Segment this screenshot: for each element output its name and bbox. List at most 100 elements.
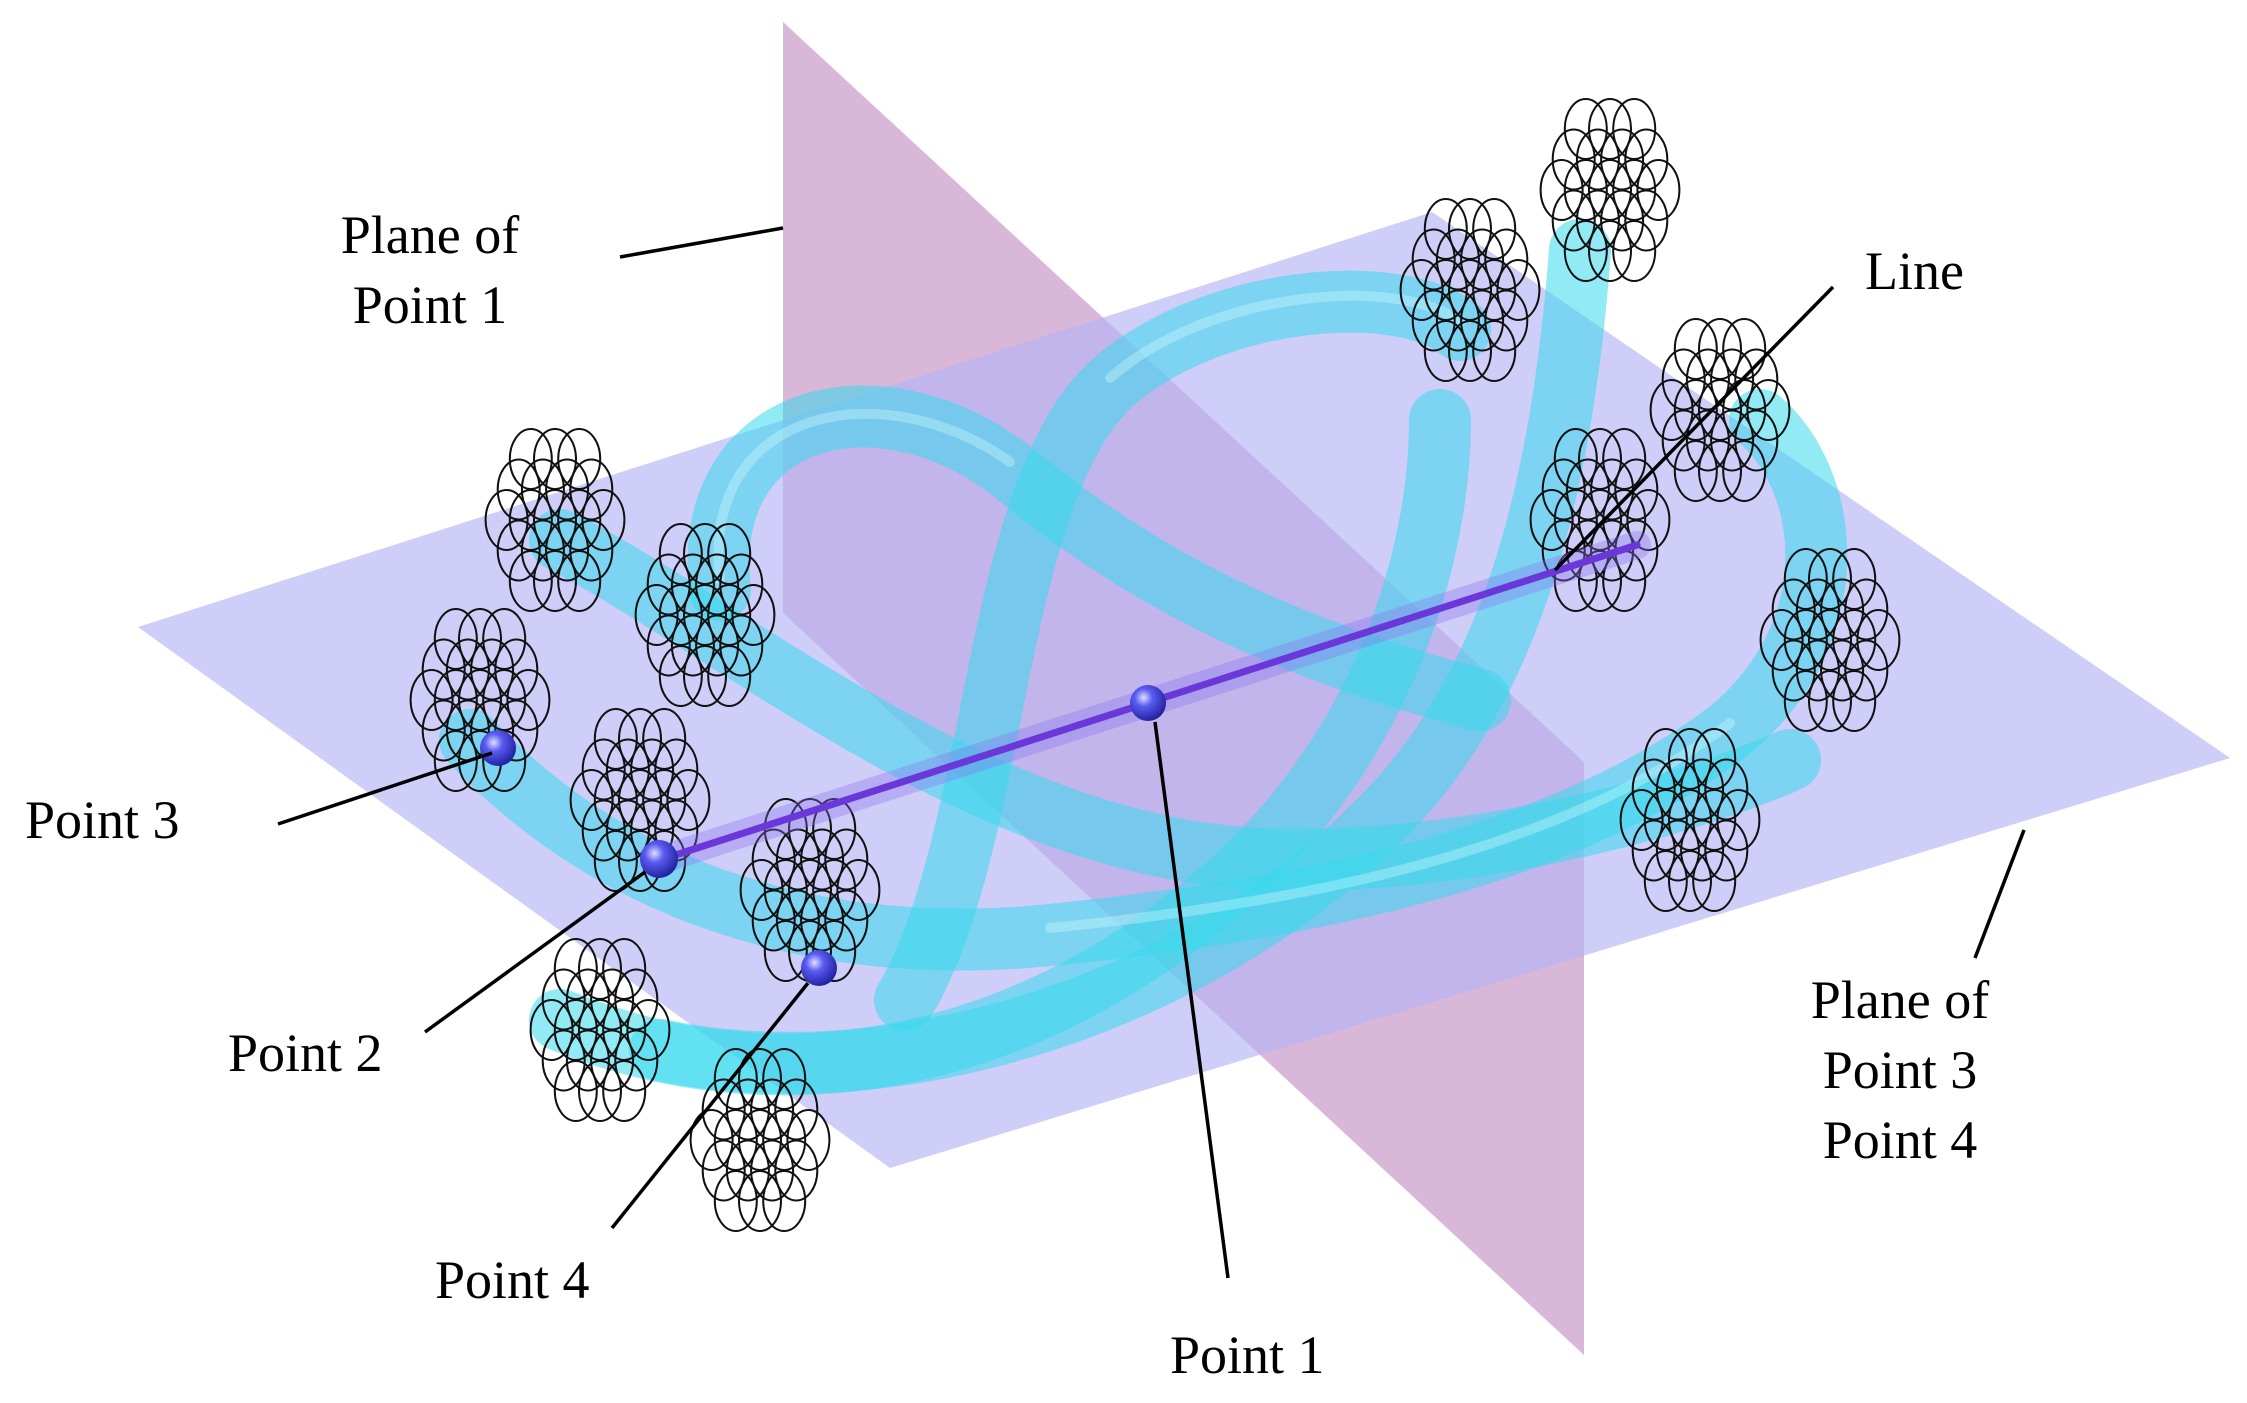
strand-wire-ring	[1673, 318, 1718, 380]
strand-wire-ring	[1612, 98, 1657, 160]
tube-5	[439, 389, 1848, 971]
strand-wire-ring	[1399, 259, 1444, 321]
strand-wire-ring	[1832, 548, 1877, 610]
strand-wire-ring	[1472, 198, 1517, 260]
strand-wire-ring	[1472, 320, 1517, 382]
strand-wire-ring	[520, 458, 565, 521]
strand-wire-ring	[458, 608, 502, 670]
strand-wire-ring	[1783, 548, 1828, 610]
label-plane-of-point-1: Plane of Point 1	[310, 200, 550, 340]
strand-wire-ring	[762, 1048, 807, 1110]
strand-wire-ring	[1685, 348, 1730, 411]
strand-wire-ring	[1643, 728, 1688, 790]
strand-wire-ring	[683, 523, 727, 585]
strand-wire-ring	[701, 1078, 746, 1141]
tube-1	[687, 385, 1511, 731]
strand-wire-ring	[626, 999, 671, 1061]
strand-wire-ring	[541, 968, 586, 1031]
strand-wire-ring	[1783, 670, 1828, 732]
strand-wire-ring	[762, 1170, 807, 1232]
point-1-marker	[1130, 685, 1166, 721]
strand-wire-ring	[1808, 670, 1852, 732]
strand-wire-ring	[618, 708, 662, 770]
leader-point4	[610, 981, 810, 1230]
strand-wire-ring	[642, 708, 687, 770]
strand-wire-ring	[1631, 758, 1676, 821]
strand-wire-ring	[557, 550, 602, 612]
strand-wire-ring	[506, 669, 551, 731]
strand-wire-ring	[593, 708, 638, 770]
strand-wire-ring	[1588, 98, 1632, 160]
strand-wire-ring	[788, 798, 832, 860]
strand-wire-ring	[1856, 609, 1901, 671]
leader-plane-point34	[1973, 829, 2026, 959]
strand-wire-ring	[739, 859, 784, 921]
strand-wire-ring	[1698, 318, 1742, 380]
strand-wire-ring	[602, 938, 647, 1000]
tube-highlight-3	[1045, 718, 1735, 933]
strand-wire-ring	[1602, 428, 1647, 490]
strand-wire-ring	[529, 999, 574, 1061]
strand-wire-ring	[1496, 259, 1541, 321]
strand-wire-ring	[545, 458, 590, 521]
strand-wire-ring	[751, 828, 796, 891]
strand-wire-ring	[1612, 220, 1657, 282]
strand-wire-ring	[750, 1078, 795, 1141]
strand-wire-ring	[800, 828, 845, 891]
strand-wire-ring	[602, 1060, 647, 1122]
strand-wire-ring	[1614, 458, 1659, 521]
strand-wire-ring	[553, 938, 598, 1000]
strand-wire-ring	[1411, 228, 1456, 291]
strand-wire-ring	[1692, 728, 1737, 790]
strand-wire-ring	[569, 458, 614, 521]
strand-wire-ring	[1759, 609, 1804, 671]
strand-wire-ring	[812, 798, 857, 860]
strand-wire-ring	[1636, 159, 1681, 221]
strand-wire-ring	[565, 968, 610, 1031]
strand-wire-ring	[482, 608, 527, 670]
leader-point2	[423, 870, 647, 1034]
strand-wire-ring	[569, 769, 614, 831]
leader-line	[1553, 285, 1835, 572]
strand-wire-ring	[658, 523, 703, 585]
strand-wire-ring	[1795, 578, 1840, 641]
strand-wire-ring	[738, 1170, 782, 1232]
leader-plane-point1	[619, 226, 784, 259]
strand-wire-ring	[1808, 548, 1852, 610]
strand-wire-ring	[578, 938, 622, 1000]
strand-wire-ring	[1578, 428, 1622, 490]
leader-point3	[277, 751, 493, 826]
strand-wire-ring	[658, 645, 703, 707]
strand-wire-ring	[1563, 98, 1608, 160]
strand-wire-ring	[713, 1170, 758, 1232]
strand-wire-ring	[1704, 758, 1749, 821]
strand-wire-ring	[654, 738, 699, 801]
strand-wire-ring	[1820, 578, 1865, 641]
point-4-marker	[801, 950, 837, 986]
strand-wire-ring	[1600, 128, 1645, 191]
strand-wire-ring	[1668, 728, 1712, 790]
strand-wire-ring	[786, 1109, 831, 1171]
strand-wire-ring	[1460, 228, 1505, 291]
strand-wire-ring	[738, 1048, 782, 1110]
strand-wire-ring	[533, 550, 577, 612]
leader-point1	[1153, 721, 1230, 1279]
tube-6	[529, 389, 1471, 1096]
strand-wire-ring	[666, 769, 711, 831]
strand-wire-ring	[508, 550, 553, 612]
strand-wire-ring	[1710, 348, 1755, 411]
strand-wire-ring	[630, 738, 675, 801]
strand-wire-ring	[1643, 850, 1688, 912]
strand-wire-ring	[646, 553, 691, 616]
strand-wire-ring	[1661, 348, 1706, 411]
strand-wire-ring	[1626, 489, 1671, 551]
strand-wire-ring	[1734, 348, 1779, 411]
strand-wire-ring	[508, 428, 553, 490]
label-plane-of-point-1-line1: Plane of	[340, 205, 520, 265]
strand-wire-ring	[1588, 220, 1632, 282]
label-plane-of-point-3-4-line3: Point 4	[1822, 1110, 1978, 1170]
strand-wire-ring	[1698, 440, 1742, 502]
strand-wire-ring	[1575, 128, 1620, 191]
